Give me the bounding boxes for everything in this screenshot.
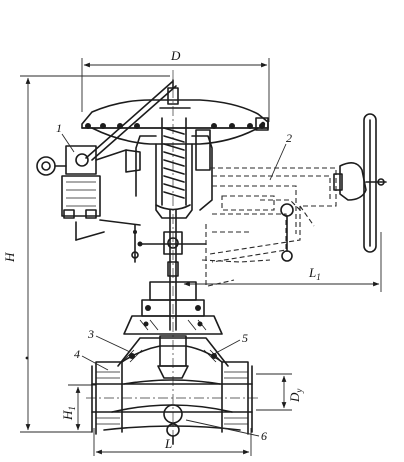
svg-text:3: 3: [87, 327, 94, 341]
svg-text:5: 5: [242, 331, 248, 345]
valve-body: [91, 335, 253, 445]
svg-text:1: 1: [56, 121, 62, 135]
callout-1: 1: [56, 121, 75, 153]
dimension-h-label: H: [2, 252, 17, 263]
dimension-d: D: [81, 48, 270, 122]
handwheel-drive: [201, 113, 387, 287]
bonnet: [123, 281, 223, 335]
valve-stem: [137, 209, 207, 331]
positioner: [36, 145, 141, 263]
svg-text:6: 6: [261, 429, 267, 443]
svg-text:4: 4: [74, 347, 80, 361]
diaphragm-actuator: [81, 79, 269, 145]
dimension-h1: H1: [60, 384, 96, 431]
callout-4: 4: [74, 347, 109, 371]
callout-6: 6: [185, 419, 267, 443]
callout-5: 5: [213, 331, 248, 355]
dimension-l-label: L: [164, 436, 172, 451]
callout-2: 2: [269, 131, 292, 181]
dimension-l1: L1: [183, 232, 382, 292]
dimension-l: L: [93, 428, 252, 456]
dimension-dy: Dy: [256, 373, 304, 411]
callout-3: 3: [87, 327, 131, 353]
dimension-h1-label: H1: [60, 406, 77, 421]
dimension-l1-label: L1: [308, 265, 321, 282]
dimension-dy-label: Dy: [287, 389, 304, 403]
spring-housing: [135, 117, 213, 219]
svg-text:2: 2: [286, 131, 292, 145]
dimension-d-label: D: [170, 48, 181, 63]
dimension-h: H: [2, 75, 170, 433]
feedback-lever: [85, 81, 173, 159]
